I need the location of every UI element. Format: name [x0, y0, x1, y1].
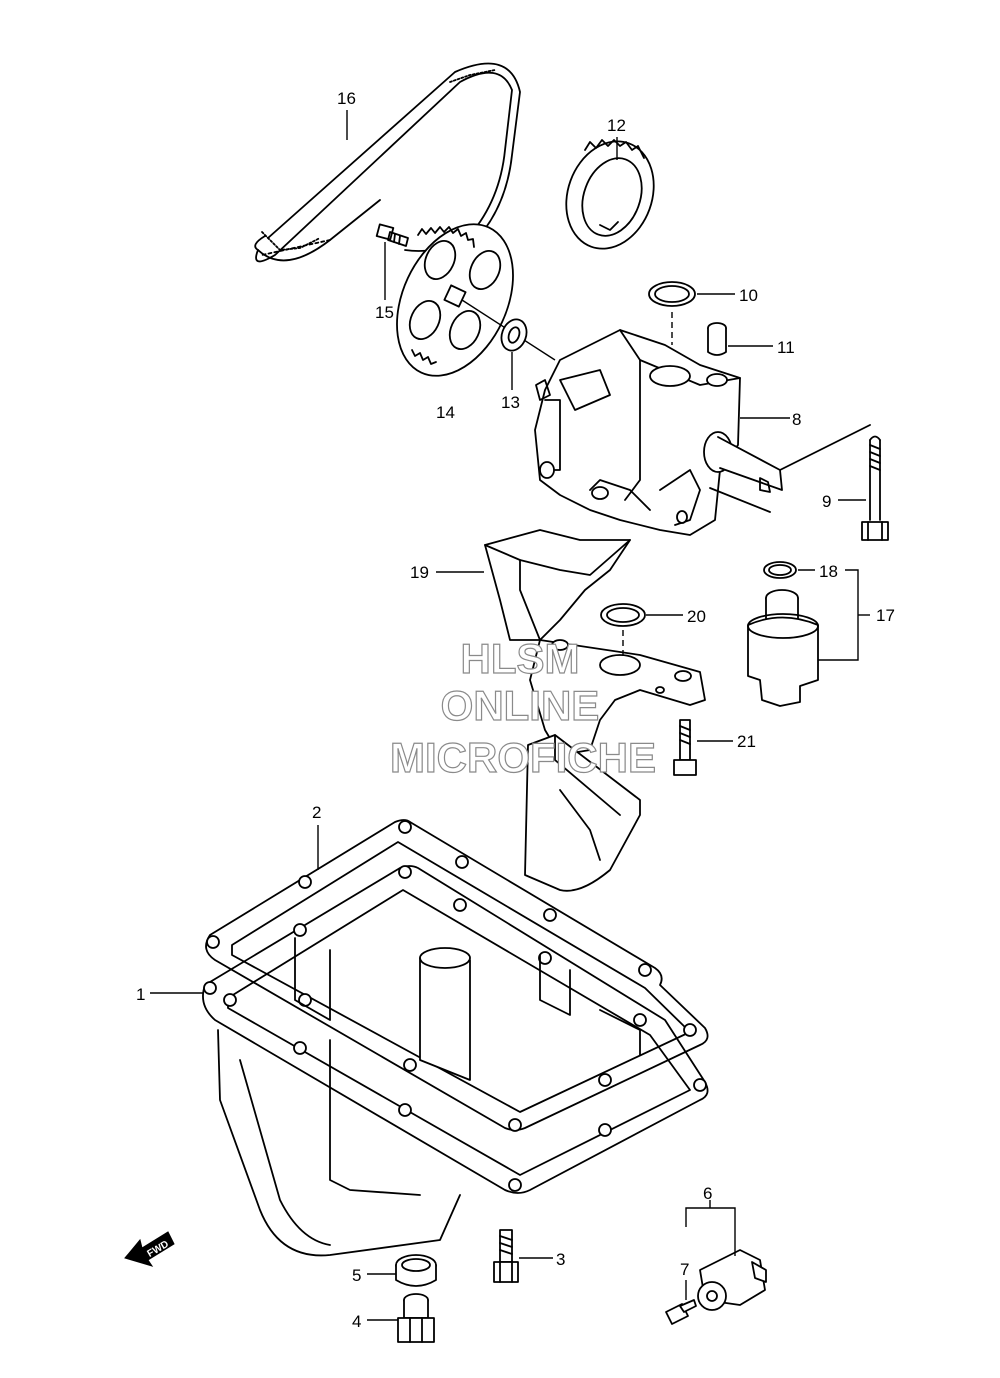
callout-11: 11 — [777, 338, 795, 357]
oil-pump-part-8[interactable] — [534, 329, 871, 536]
watermark-line1: HLSM — [461, 635, 580, 682]
watermark-line2: ONLINE — [441, 682, 600, 729]
callout-2: 2 — [312, 803, 321, 822]
screw-part-7[interactable] — [665, 1280, 697, 1325]
callout-8: 8 — [792, 410, 801, 429]
watermark: HLSM ONLINE MICROFICHE — [389, 634, 656, 781]
gasket-part-5[interactable] — [367, 1254, 437, 1287]
callout-4: 4 — [352, 1312, 361, 1331]
callout-7: 7 — [680, 1260, 689, 1279]
oil-strainer-cover-part-19[interactable] — [436, 529, 631, 641]
callout-1: 1 — [136, 985, 145, 1004]
callout-10: 10 — [739, 286, 758, 305]
oil-pressure-switch-part-6[interactable] — [685, 1200, 767, 1311]
oil-pan-part-1[interactable] — [150, 865, 709, 1257]
callout-9: 9 — [822, 492, 831, 511]
callout-19: 19 — [410, 563, 429, 582]
callout-20: 20 — [687, 607, 706, 626]
sprocket-part-12[interactable] — [552, 129, 669, 261]
callout-6: 6 — [703, 1184, 712, 1203]
callout-5: 5 — [352, 1266, 361, 1285]
callout-13: 13 — [501, 393, 520, 412]
bolt-part-21[interactable] — [673, 719, 733, 776]
fwd-label: FWD — [146, 1239, 171, 1260]
drain-plug-part-4[interactable] — [367, 1293, 435, 1343]
sprocket-part-14[interactable] — [374, 206, 556, 395]
o-ring-part-10[interactable] — [648, 281, 735, 345]
dowel-pin-part-11[interactable] — [707, 322, 773, 356]
callout-15: 15 — [375, 303, 394, 322]
callout-18: 18 — [819, 562, 838, 581]
bolt-part-3[interactable] — [493, 1229, 553, 1283]
regulator-part-17[interactable] — [747, 561, 870, 707]
callout-17: 17 — [876, 606, 895, 625]
callout-labels: 1 2 3 4 5 6 7 8 9 10 11 12 13 14 15 16 1… — [136, 89, 895, 1331]
callout-16: 16 — [337, 89, 356, 108]
callout-3: 3 — [556, 1250, 565, 1269]
bolt-part-15[interactable] — [375, 223, 409, 300]
fwd-arrow-icon: FWD — [124, 1231, 175, 1267]
callout-12: 12 — [607, 116, 626, 135]
washer-part-13[interactable] — [497, 316, 530, 390]
o-ring-part-20[interactable] — [600, 603, 683, 660]
callout-14: 14 — [436, 403, 455, 422]
oil-strainer-pickup[interactable] — [524, 639, 706, 892]
callout-21: 21 — [737, 732, 756, 751]
watermark-line3: MICROFICHE — [390, 734, 656, 781]
bolt-part-9[interactable] — [838, 435, 889, 541]
